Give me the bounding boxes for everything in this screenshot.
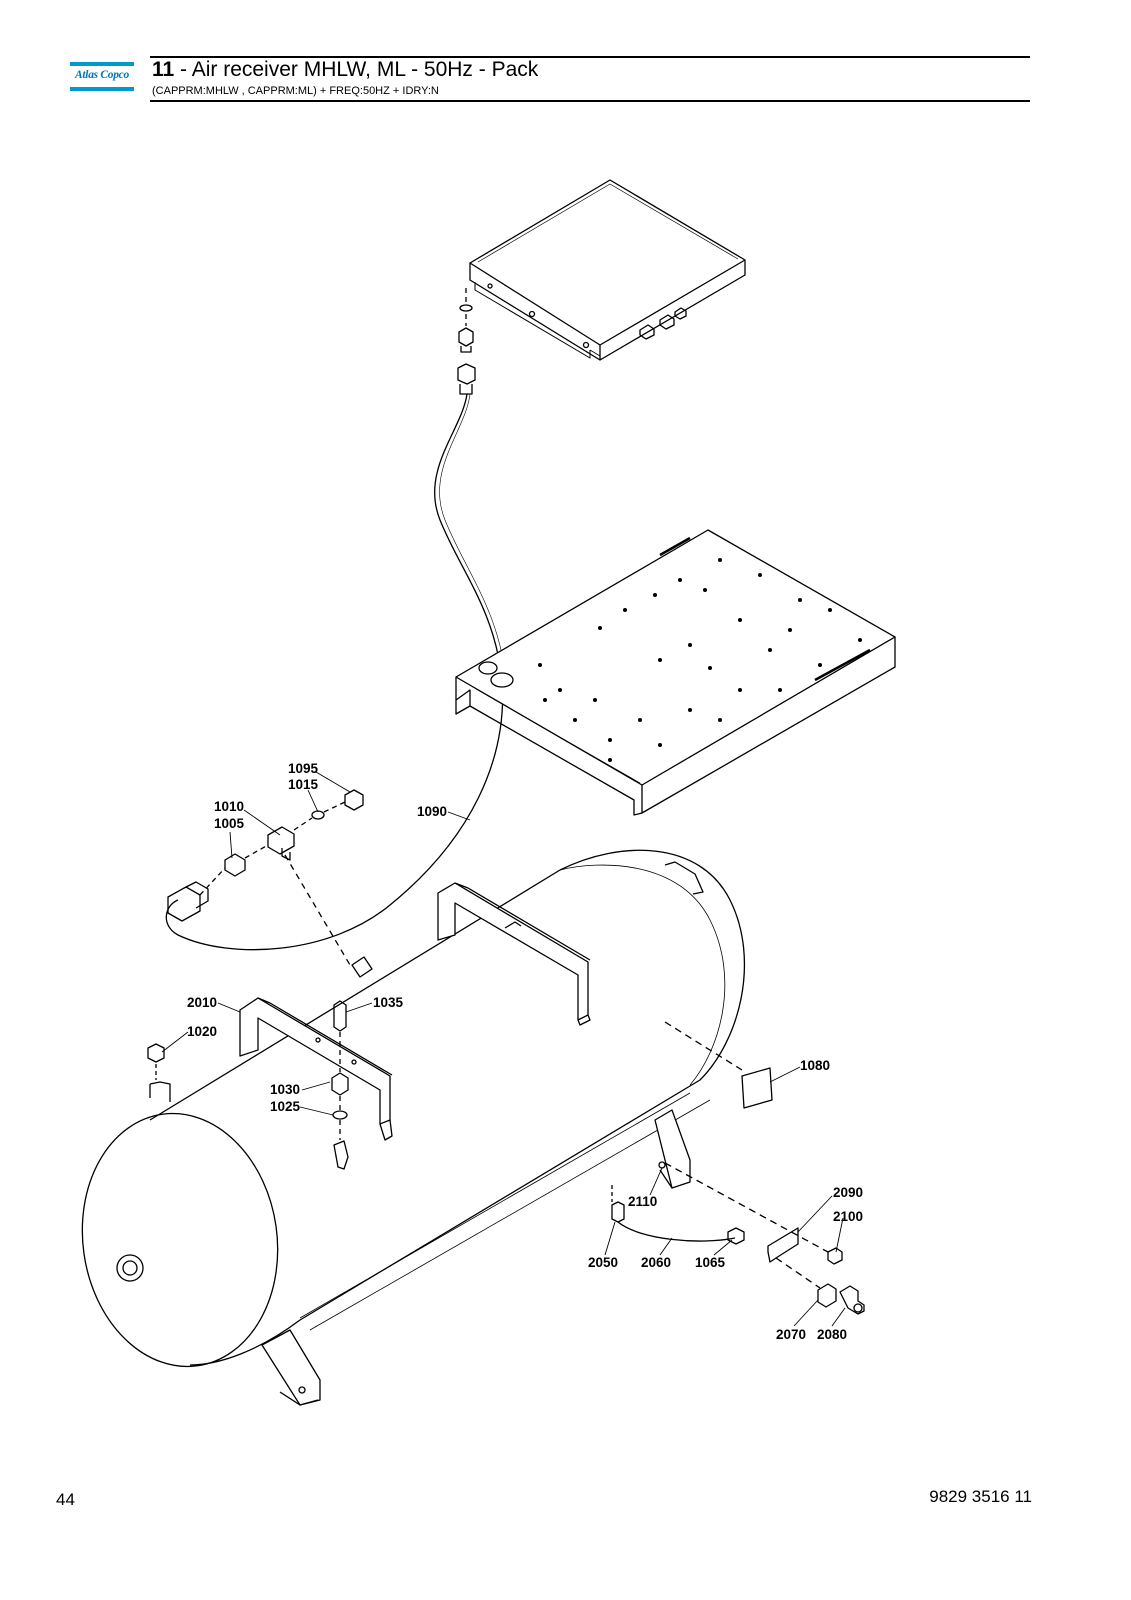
header-bottom-rule xyxy=(150,100,1030,102)
page-header: Atlas Copco 11 - Air receiver MHLW, ML -… xyxy=(70,56,1030,106)
page-number: 44 xyxy=(56,1490,75,1509)
callout-2070: 2070 xyxy=(776,1327,806,1342)
callout-1025: 1025 xyxy=(270,1099,301,1114)
section-number: 11 xyxy=(152,58,175,81)
fitting-group-1005-1095 xyxy=(167,789,373,978)
logo-bottom-bar xyxy=(70,87,134,91)
callout-1010: 1010 xyxy=(214,799,244,814)
callout-1030: 1030 xyxy=(270,1082,300,1097)
logo-top-bar xyxy=(70,62,134,66)
drain-assembly xyxy=(611,1162,865,1315)
logo-wordmark: Atlas Copco xyxy=(75,69,129,81)
callout-1005: 1005 xyxy=(214,816,245,831)
upper-fittings xyxy=(457,288,476,395)
callout-2090: 2090 xyxy=(833,1185,863,1200)
callout-1015: 1015 xyxy=(288,777,319,792)
page-subtitle: (CAPPRM:MHLW , CAPPRM:ML) + FREQ:50HZ + … xyxy=(152,85,439,97)
callout-leaders xyxy=(161,771,846,1327)
callout-2100: 2100 xyxy=(833,1209,863,1224)
callout-1080: 1080 xyxy=(800,1058,830,1073)
callout-1065: 1065 xyxy=(695,1255,726,1270)
bracket-rear xyxy=(437,882,591,1026)
dryer-cover-box xyxy=(469,179,746,361)
callout-2060: 2060 xyxy=(641,1255,671,1270)
callout-2050: 2050 xyxy=(588,1255,618,1270)
bracket-2010 xyxy=(239,997,393,1141)
page-title: 11 - Air receiver MHLW, ML - 50Hz - Pack xyxy=(152,58,538,82)
air-receiver-tank xyxy=(81,849,746,1368)
callout-1035: 1035 xyxy=(373,995,404,1010)
callout-2080: 2080 xyxy=(817,1327,847,1342)
callout-2010: 2010 xyxy=(187,995,217,1010)
callout-1095: 1095 xyxy=(288,761,319,776)
callout-1090: 1090 xyxy=(417,804,447,819)
plug-1020 xyxy=(147,1043,171,1102)
hose-1090 xyxy=(165,393,504,951)
base-plate xyxy=(455,529,896,816)
fitting-group-1025-1035 xyxy=(331,1000,349,1170)
tank-legs xyxy=(261,1109,691,1406)
document-number: 9829 3516 11 xyxy=(929,1487,1032,1506)
callout-1020: 1020 xyxy=(187,1024,217,1039)
label-1080 xyxy=(664,1021,773,1109)
atlas-copco-logo: Atlas Copco xyxy=(70,62,134,92)
title-text: - Air receiver MHLW, ML - 50Hz - Pack xyxy=(174,58,539,81)
callout-2110: 2110 xyxy=(628,1194,657,1209)
header-top-rule xyxy=(150,56,1030,58)
